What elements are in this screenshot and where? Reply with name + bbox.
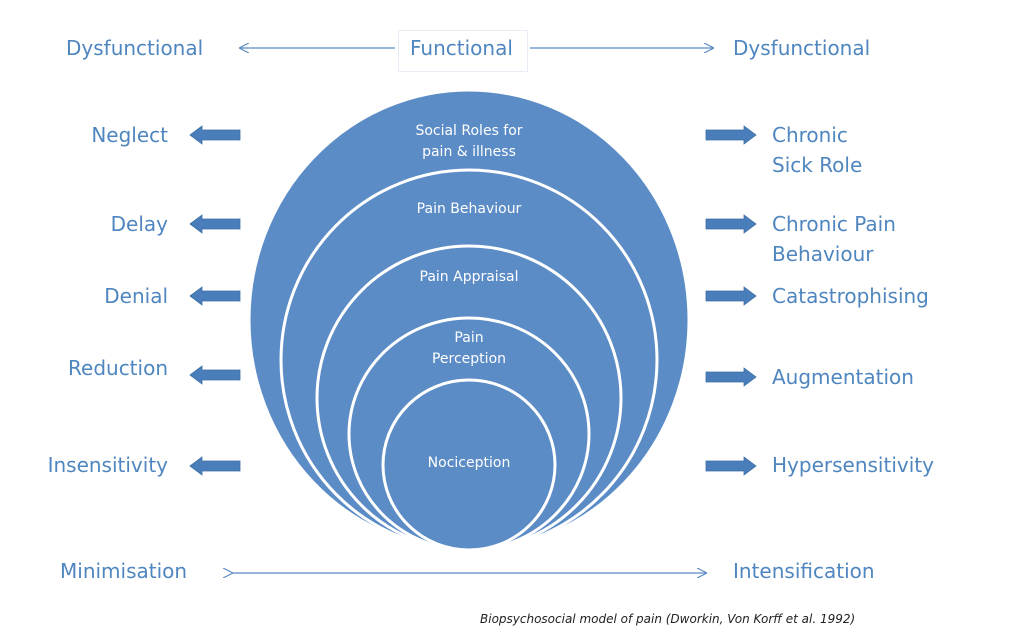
functional-box: [398, 30, 528, 72]
right-label-line: Sick Role: [772, 153, 863, 177]
ring-label-line: Nociception: [427, 455, 511, 471]
bottom-left-minimisation: Minimisation: [60, 559, 188, 583]
left-label-reduction: Reduction: [68, 356, 168, 380]
left-label-neglect: Neglect: [91, 123, 168, 147]
ring-label-line: Pain Behaviour: [416, 201, 522, 217]
right-label-line: Hypersensitivity: [772, 453, 934, 477]
left-block-arrow-4: [189, 365, 241, 385]
right-block-arrow-1: [705, 125, 757, 145]
left-block-arrow-3: [189, 286, 241, 306]
ring-label-social-roles-for-pain-illness: Social Roles for pain & illness: [369, 121, 569, 163]
header-right-dysfunctional: Dysfunctional: [733, 36, 871, 60]
ring-label-line: Social Roles for: [415, 123, 523, 139]
ring-label-line: Pain: [454, 330, 484, 346]
left-block-arrow-2: [189, 214, 241, 234]
ring-label-pain-appraisal: Pain Appraisal: [369, 267, 569, 288]
caption: Biopsychosocial model of pain (Dworkin, …: [480, 612, 856, 626]
right-label-augmentation: Augmentation: [772, 362, 914, 392]
right-label-hypersensitivity: Hypersensitivity: [772, 450, 934, 480]
left-label-delay: Delay: [110, 212, 168, 236]
left-block-arrow-5: [189, 456, 241, 476]
right-label-line: Catastrophising: [772, 284, 929, 308]
right-label-line: Chronic Pain: [772, 212, 896, 236]
right-label-catastrophising: Catastrophising: [772, 281, 929, 311]
bottom-right-intensification: Intensification: [733, 559, 875, 583]
ring-label-pain-behaviour: Pain Behaviour: [369, 199, 569, 220]
left-label-insensitivity: Insensitivity: [47, 453, 168, 477]
header-functional: Functional: [410, 36, 513, 60]
right-block-arrow-5: [705, 456, 757, 476]
right-block-arrow-3: [705, 286, 757, 306]
right-label-line: Behaviour: [772, 242, 874, 266]
left-block-arrow-1: [189, 125, 241, 145]
ring-label-line: Perception: [431, 351, 507, 367]
left-label-denial: Denial: [104, 284, 168, 308]
right-block-arrow-4: [705, 367, 757, 387]
ring-label-nociception: Nociception: [369, 453, 569, 474]
right-label-line: Augmentation: [772, 365, 914, 389]
ring-label-line: Pain Appraisal: [419, 269, 519, 285]
right-block-arrow-2: [705, 214, 757, 234]
right-label-line: Chronic: [772, 123, 848, 147]
ring-label-line: pain & illness: [422, 144, 516, 160]
ring-nociception: [381, 378, 557, 552]
header-left-dysfunctional: Dysfunctional: [66, 36, 204, 60]
